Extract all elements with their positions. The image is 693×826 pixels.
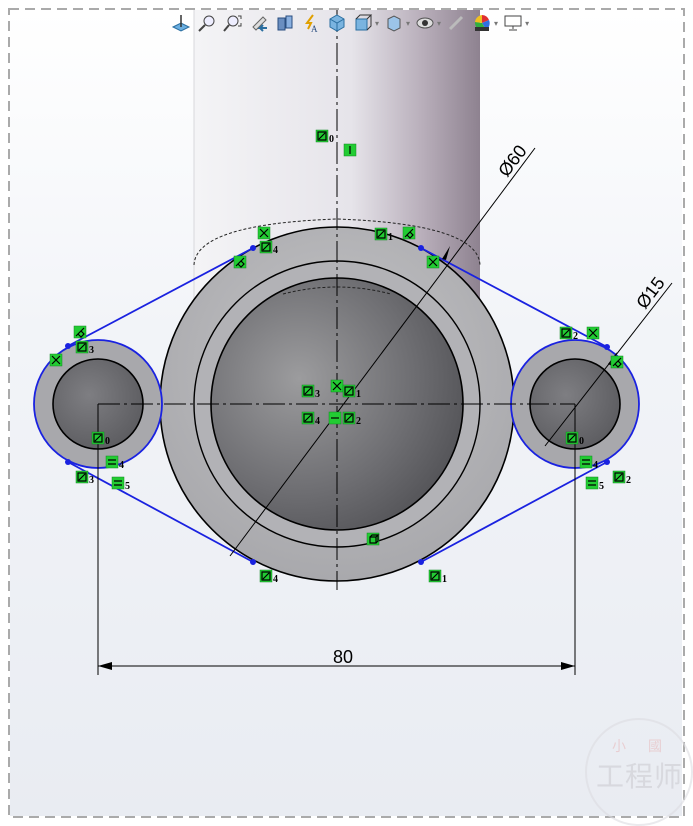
watermark-small-left: 小 xyxy=(612,740,626,755)
display-monitor-button[interactable] xyxy=(502,12,524,34)
view-orientation-icon xyxy=(329,14,345,32)
section-view-button[interactable] xyxy=(274,12,296,34)
heads-up-view-toolbar: A ▾ ▾ ▾ ▾ ▾ xyxy=(170,10,529,36)
svg-text:2: 2 xyxy=(573,331,578,342)
eye-icon xyxy=(416,17,434,29)
svg-text:0: 0 xyxy=(105,436,110,447)
svg-text:4: 4 xyxy=(273,245,278,256)
svg-text:5: 5 xyxy=(125,481,130,492)
normal-to-button[interactable] xyxy=(170,12,192,34)
apply-scene-button[interactable] xyxy=(445,12,467,34)
view-orientation-button[interactable] xyxy=(326,12,348,34)
svg-text:1: 1 xyxy=(356,389,361,400)
display-style-icon xyxy=(355,14,373,31)
graphics-area[interactable]: Ø60 Ø15 80 0 4 1 3 1 4 2 3 0 xyxy=(10,10,682,816)
appearance-dropdown-icon[interactable]: ▾ xyxy=(437,18,442,28)
svg-text:2: 2 xyxy=(356,416,361,427)
sketch-canvas[interactable]: Ø60 Ø15 80 0 4 1 3 1 4 2 3 0 xyxy=(10,10,682,816)
hide-show-items-icon xyxy=(387,15,401,32)
svg-text:4: 4 xyxy=(593,460,598,471)
zoom-to-area-button[interactable] xyxy=(222,12,244,34)
edit-appearance-button[interactable] xyxy=(414,12,436,34)
watermark-small-right: 國 xyxy=(648,740,662,755)
zoom-to-fit-button[interactable] xyxy=(196,12,218,34)
svg-text:5: 5 xyxy=(599,481,604,492)
hide-show-dropdown-icon[interactable]: ▾ xyxy=(406,18,411,28)
svg-text:3: 3 xyxy=(89,345,94,356)
3d-view-icon xyxy=(366,532,380,546)
hide-show-items-button[interactable] xyxy=(383,12,405,34)
monitor-dropdown-icon[interactable]: ▾ xyxy=(525,18,530,28)
apply-scene-icon xyxy=(448,15,464,31)
zoom-to-fit-icon xyxy=(198,15,215,32)
svg-text:3: 3 xyxy=(315,389,320,400)
svg-text:A: A xyxy=(311,24,318,33)
svg-text:Ø15: Ø15 xyxy=(632,273,668,312)
scene-dropdown-icon[interactable]: ▾ xyxy=(494,18,499,28)
svg-text:3: 3 xyxy=(89,475,94,486)
normal-to-icon xyxy=(171,15,191,32)
horizontal-relation-icon xyxy=(328,411,342,425)
zoom-to-area-icon xyxy=(223,15,242,32)
display-style-dropdown-icon[interactable]: ▾ xyxy=(375,18,380,28)
monitor-icon xyxy=(504,15,522,31)
svg-text:1: 1 xyxy=(388,232,393,243)
scene-color-icon xyxy=(475,15,490,31)
svg-text:80: 80 xyxy=(333,647,353,667)
svg-text:0: 0 xyxy=(329,134,334,145)
previous-view-icon xyxy=(252,16,267,32)
watermark-circle xyxy=(585,718,693,826)
svg-text:2: 2 xyxy=(626,475,631,486)
svg-text:4: 4 xyxy=(315,416,320,427)
display-style-button[interactable] xyxy=(352,12,374,34)
view-settings-button[interactable] xyxy=(471,12,493,34)
section-view-icon xyxy=(277,15,293,31)
dimension-center-distance[interactable]: 80 xyxy=(98,647,575,670)
svg-text:1: 1 xyxy=(442,574,447,585)
dynamic-annotation-button[interactable]: A xyxy=(300,12,322,34)
svg-text:4: 4 xyxy=(273,574,278,585)
dynamic-annotation-icon: A xyxy=(305,14,318,33)
watermark-text: 工程师 xyxy=(596,762,684,793)
svg-text:0: 0 xyxy=(579,436,584,447)
previous-view-button[interactable] xyxy=(248,12,270,34)
vertical-relation-icon xyxy=(343,143,357,157)
svg-text:4: 4 xyxy=(119,460,124,471)
